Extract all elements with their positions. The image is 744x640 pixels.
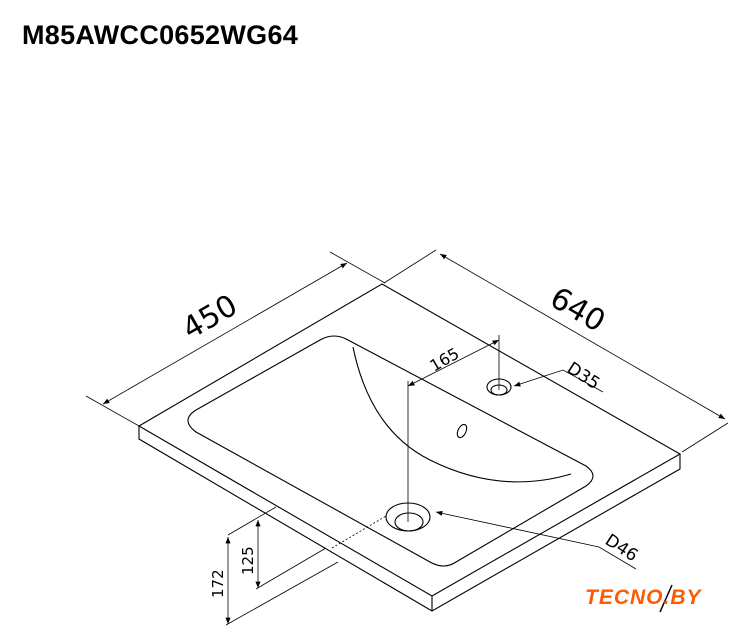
logo-bolt — [659, 584, 673, 613]
drain-hole-dimension: D46 — [435, 510, 641, 570]
overflow-hole — [456, 423, 468, 439]
width-dimension: 450 — [85, 251, 386, 427]
total-height-label: 172 — [209, 569, 227, 598]
drain-height-label: 125 — [239, 546, 257, 575]
length-label: 640 — [544, 281, 611, 340]
height-dimensions: 125 172 — [209, 506, 387, 626]
tap-hole-dimension: D35 — [513, 358, 603, 394]
model-title: M85AWCC0652WG64 — [22, 20, 299, 50]
basin-outline — [187, 335, 594, 567]
drain-hole-label: D46 — [601, 530, 641, 566]
tap-offset-dimension: 165 — [407, 335, 500, 522]
tap-offset-label: 165 — [427, 344, 463, 376]
tecno-by-logo: TECNO.BY — [585, 586, 702, 609]
width-label: 450 — [177, 288, 244, 347]
length-dimension: 640 — [383, 249, 729, 453]
